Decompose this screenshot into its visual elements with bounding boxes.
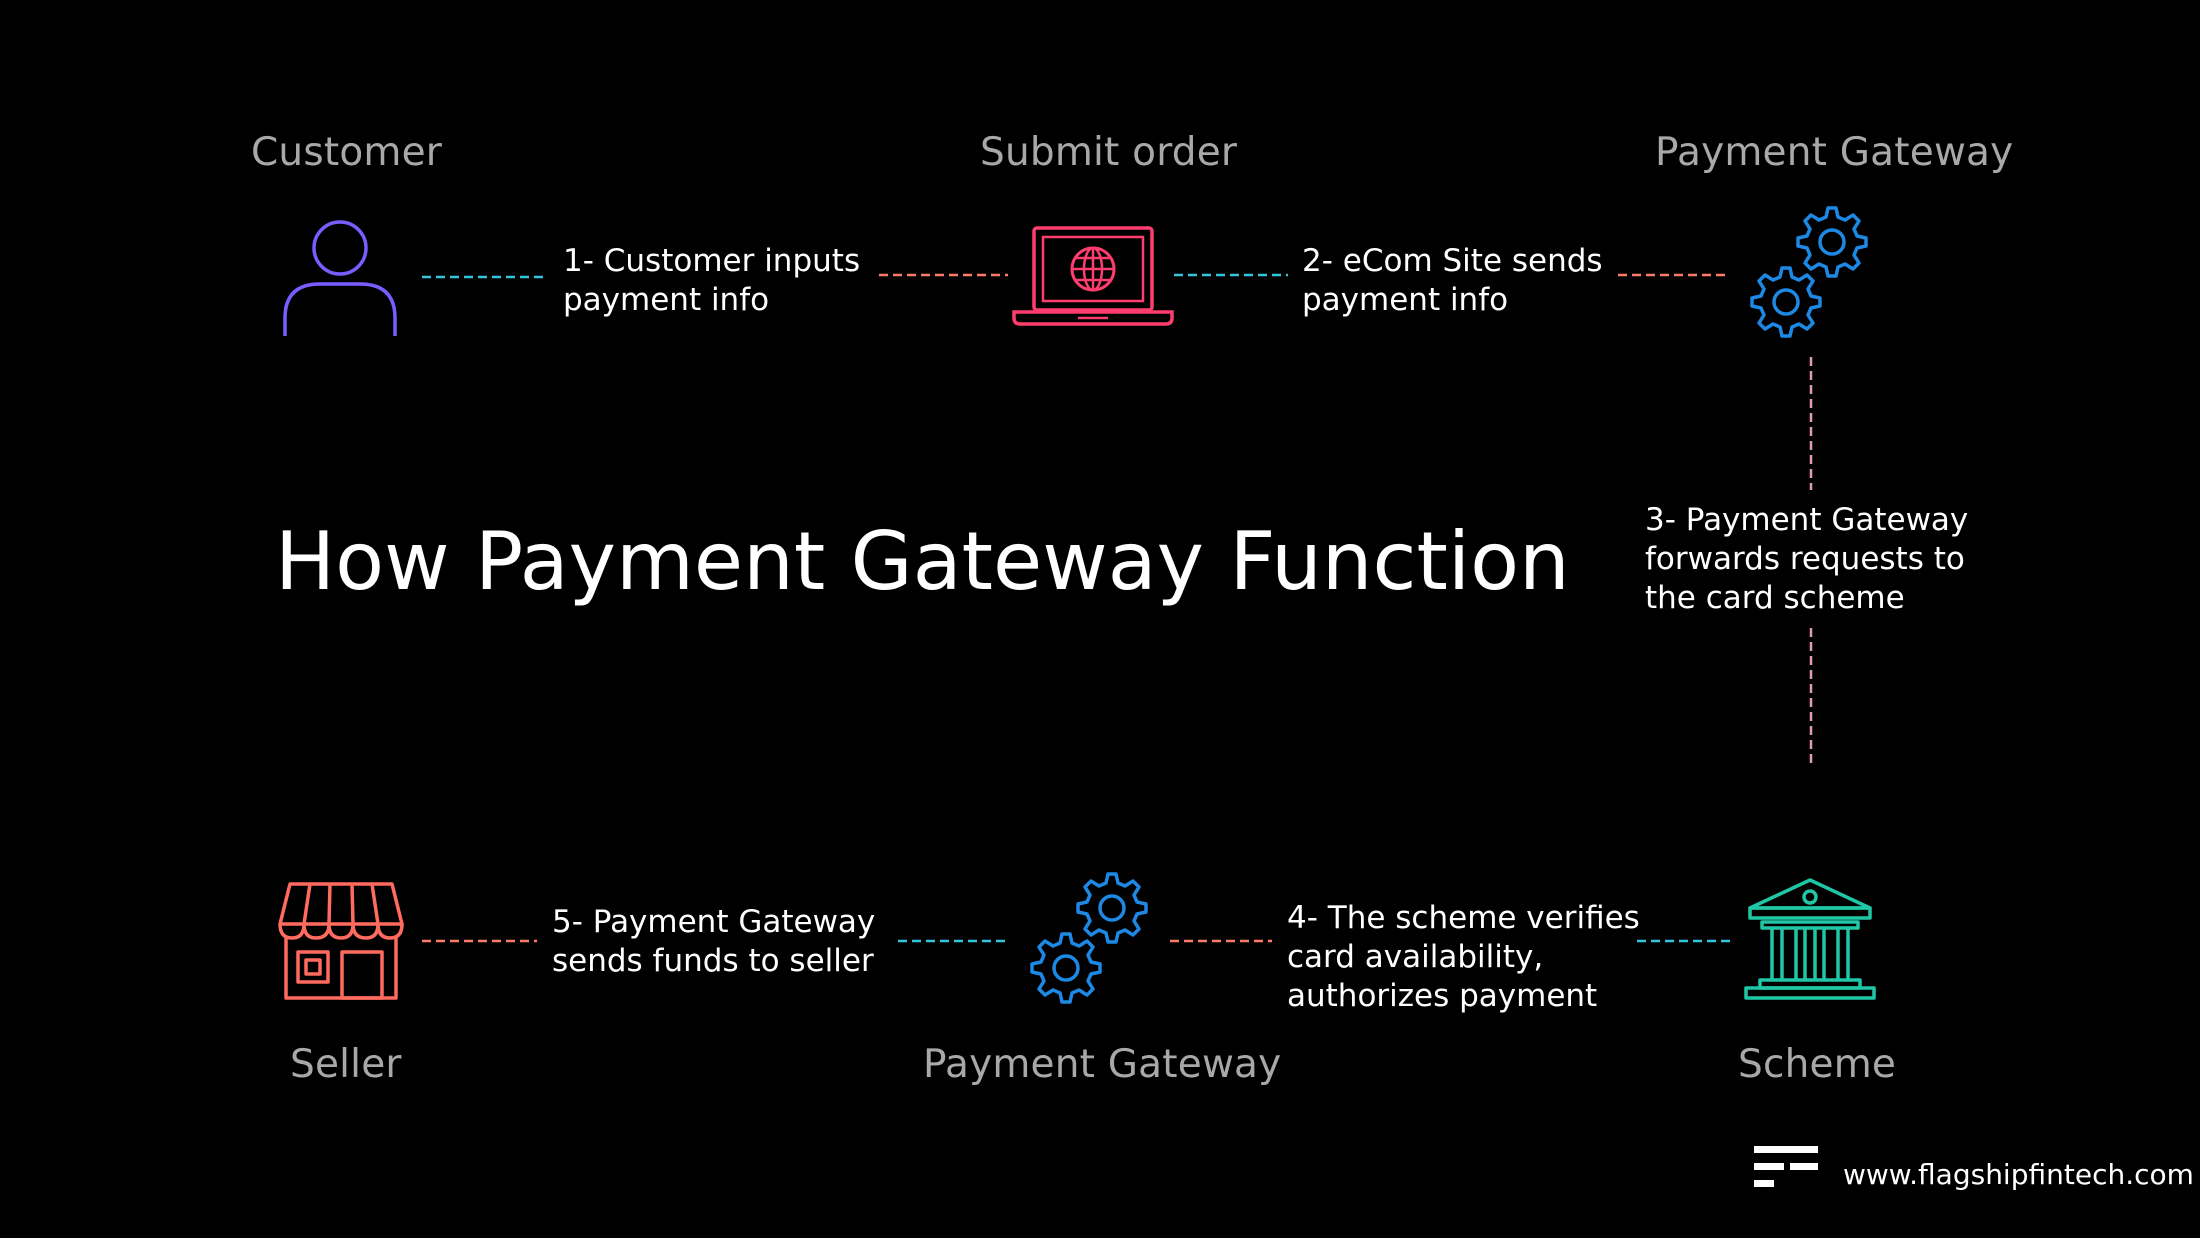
flagship-logo-icon [1754, 1146, 1818, 1187]
customer-label: Customer [251, 130, 443, 175]
gears-icon [1750, 206, 1868, 338]
step-3-line-1: 3- Payment Gateway [1645, 502, 1969, 538]
step-4-line-3: authorizes payment [1287, 978, 1598, 1014]
step-2-text: 2- eCom Site sends payment info [1302, 242, 1603, 320]
step-3-line-2: forwards requests to [1645, 541, 1965, 577]
step-1-text: 1- Customer inputs payment info [563, 242, 860, 320]
person-icon [283, 220, 397, 336]
step-1-line-1: 1- Customer inputs [563, 243, 861, 279]
step-4-line-2: card availability, [1287, 939, 1544, 975]
step-3-text: 3- Payment Gateway forwards requests to … [1645, 501, 1968, 618]
step-5-text: 5- Payment Gateway sends funds to seller [552, 903, 875, 981]
footer-url[interactable]: www.flagshipfintech.com [1843, 1158, 2194, 1191]
step-2-line-1: 2- eCom Site sends [1302, 243, 1603, 279]
laptop-globe-icon [1012, 226, 1174, 326]
seller-label: Seller [290, 1042, 402, 1087]
step-4-line-1: 4- The scheme verifies [1287, 900, 1640, 936]
scheme-label: Scheme [1738, 1042, 1897, 1087]
step-4-text: 4- The scheme verifies card availability… [1287, 899, 1640, 1016]
step-5-line-1: 5- Payment Gateway [552, 904, 876, 940]
payment-gateway-bottom-label: Payment Gateway [923, 1042, 1282, 1087]
diagram-title: How Payment Gateway Function [275, 515, 1570, 608]
bank-icon [1744, 878, 1876, 1000]
gears-icon [1030, 872, 1148, 1004]
step-1-line-2: payment info [563, 282, 770, 318]
step-3-line-3: the card scheme [1645, 580, 1905, 616]
storefront-icon [278, 882, 404, 1000]
submit-order-label: Submit order [980, 130, 1238, 175]
step-2-line-2: payment info [1302, 282, 1509, 318]
payment-gateway-top-label: Payment Gateway [1655, 130, 2014, 175]
step-5-line-2: sends funds to seller [552, 943, 874, 979]
